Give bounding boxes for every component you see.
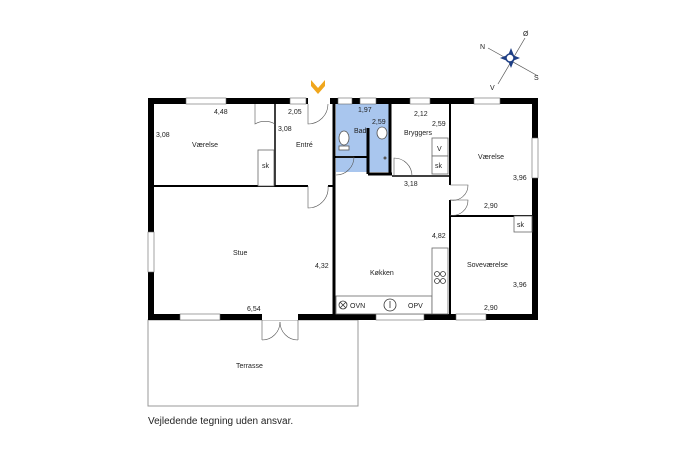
compass-icon <box>487 37 539 85</box>
fixture-ovn: OVN <box>350 303 365 310</box>
fixture-sk-sove: sk <box>517 222 525 229</box>
fixture-opv: OPV <box>408 303 423 310</box>
room-entre: Entré <box>296 142 313 149</box>
dim-259-bryg: 2,59 <box>432 121 446 128</box>
compass-o: Ø <box>523 31 529 38</box>
dim-448: 4,48 <box>214 109 228 116</box>
terrace-doors <box>261 314 299 341</box>
interior-doors <box>254 104 469 216</box>
room-sovevaerelse: Soveværelse <box>467 262 508 269</box>
dim-308-entre: 3,08 <box>278 126 292 133</box>
toilet-tank-icon <box>338 145 350 151</box>
room-stue: Stue <box>233 250 248 257</box>
dim-205: 2,05 <box>288 109 302 116</box>
room-vaerelse-right: Værelse <box>478 154 504 161</box>
dim-290-sove: 2,90 <box>484 305 498 312</box>
dim-432: 4,32 <box>315 263 329 270</box>
dim-654: 6,54 <box>247 306 261 313</box>
fixture-sk-bryggers: sk <box>435 163 443 170</box>
toilet-icon <box>338 130 350 146</box>
room-kokken: Køkken <box>370 270 394 277</box>
stove-icon <box>434 271 446 284</box>
shower-drain-icon <box>383 156 387 160</box>
fixture-v: V <box>437 146 442 153</box>
closet-left <box>257 149 275 187</box>
dim-259-bad: 2,59 <box>372 119 386 126</box>
compass-n: N <box>480 44 485 51</box>
bath-sink-icon <box>376 126 388 140</box>
dim-396-sove: 3,96 <box>513 282 527 289</box>
room-vaerelse-left: Værelse <box>192 142 218 149</box>
dim-290-vaer: 2,90 <box>484 203 498 210</box>
entry-door-swing <box>307 103 329 125</box>
dim-396-vaer: 3,96 <box>513 175 527 182</box>
compass-s: S <box>534 75 539 82</box>
room-terrasse: Terrasse <box>236 363 263 370</box>
entry-door-gap <box>308 98 330 104</box>
entry-arrow-icon <box>311 80 325 94</box>
oven-knob-icon <box>338 300 348 310</box>
room-bad: Bad <box>354 128 367 135</box>
closet-bryggers <box>431 155 449 175</box>
fixture-sk-left: sk <box>262 163 270 170</box>
room-bryggers: Bryggers <box>404 130 433 137</box>
dim-318: 3,18 <box>404 181 418 188</box>
dim-482: 4,82 <box>432 233 446 240</box>
disclaimer-caption: Vejledende tegning uden ansvar. <box>148 416 294 427</box>
dim-212: 2,12 <box>414 111 428 118</box>
dim-308-left: 3,08 <box>156 132 170 139</box>
closet-sove <box>513 215 533 233</box>
compass-v: V <box>490 85 495 92</box>
dim-197: 1,97 <box>358 107 372 114</box>
kitchen-sink-icon <box>383 298 397 312</box>
interior-walls <box>154 104 532 318</box>
